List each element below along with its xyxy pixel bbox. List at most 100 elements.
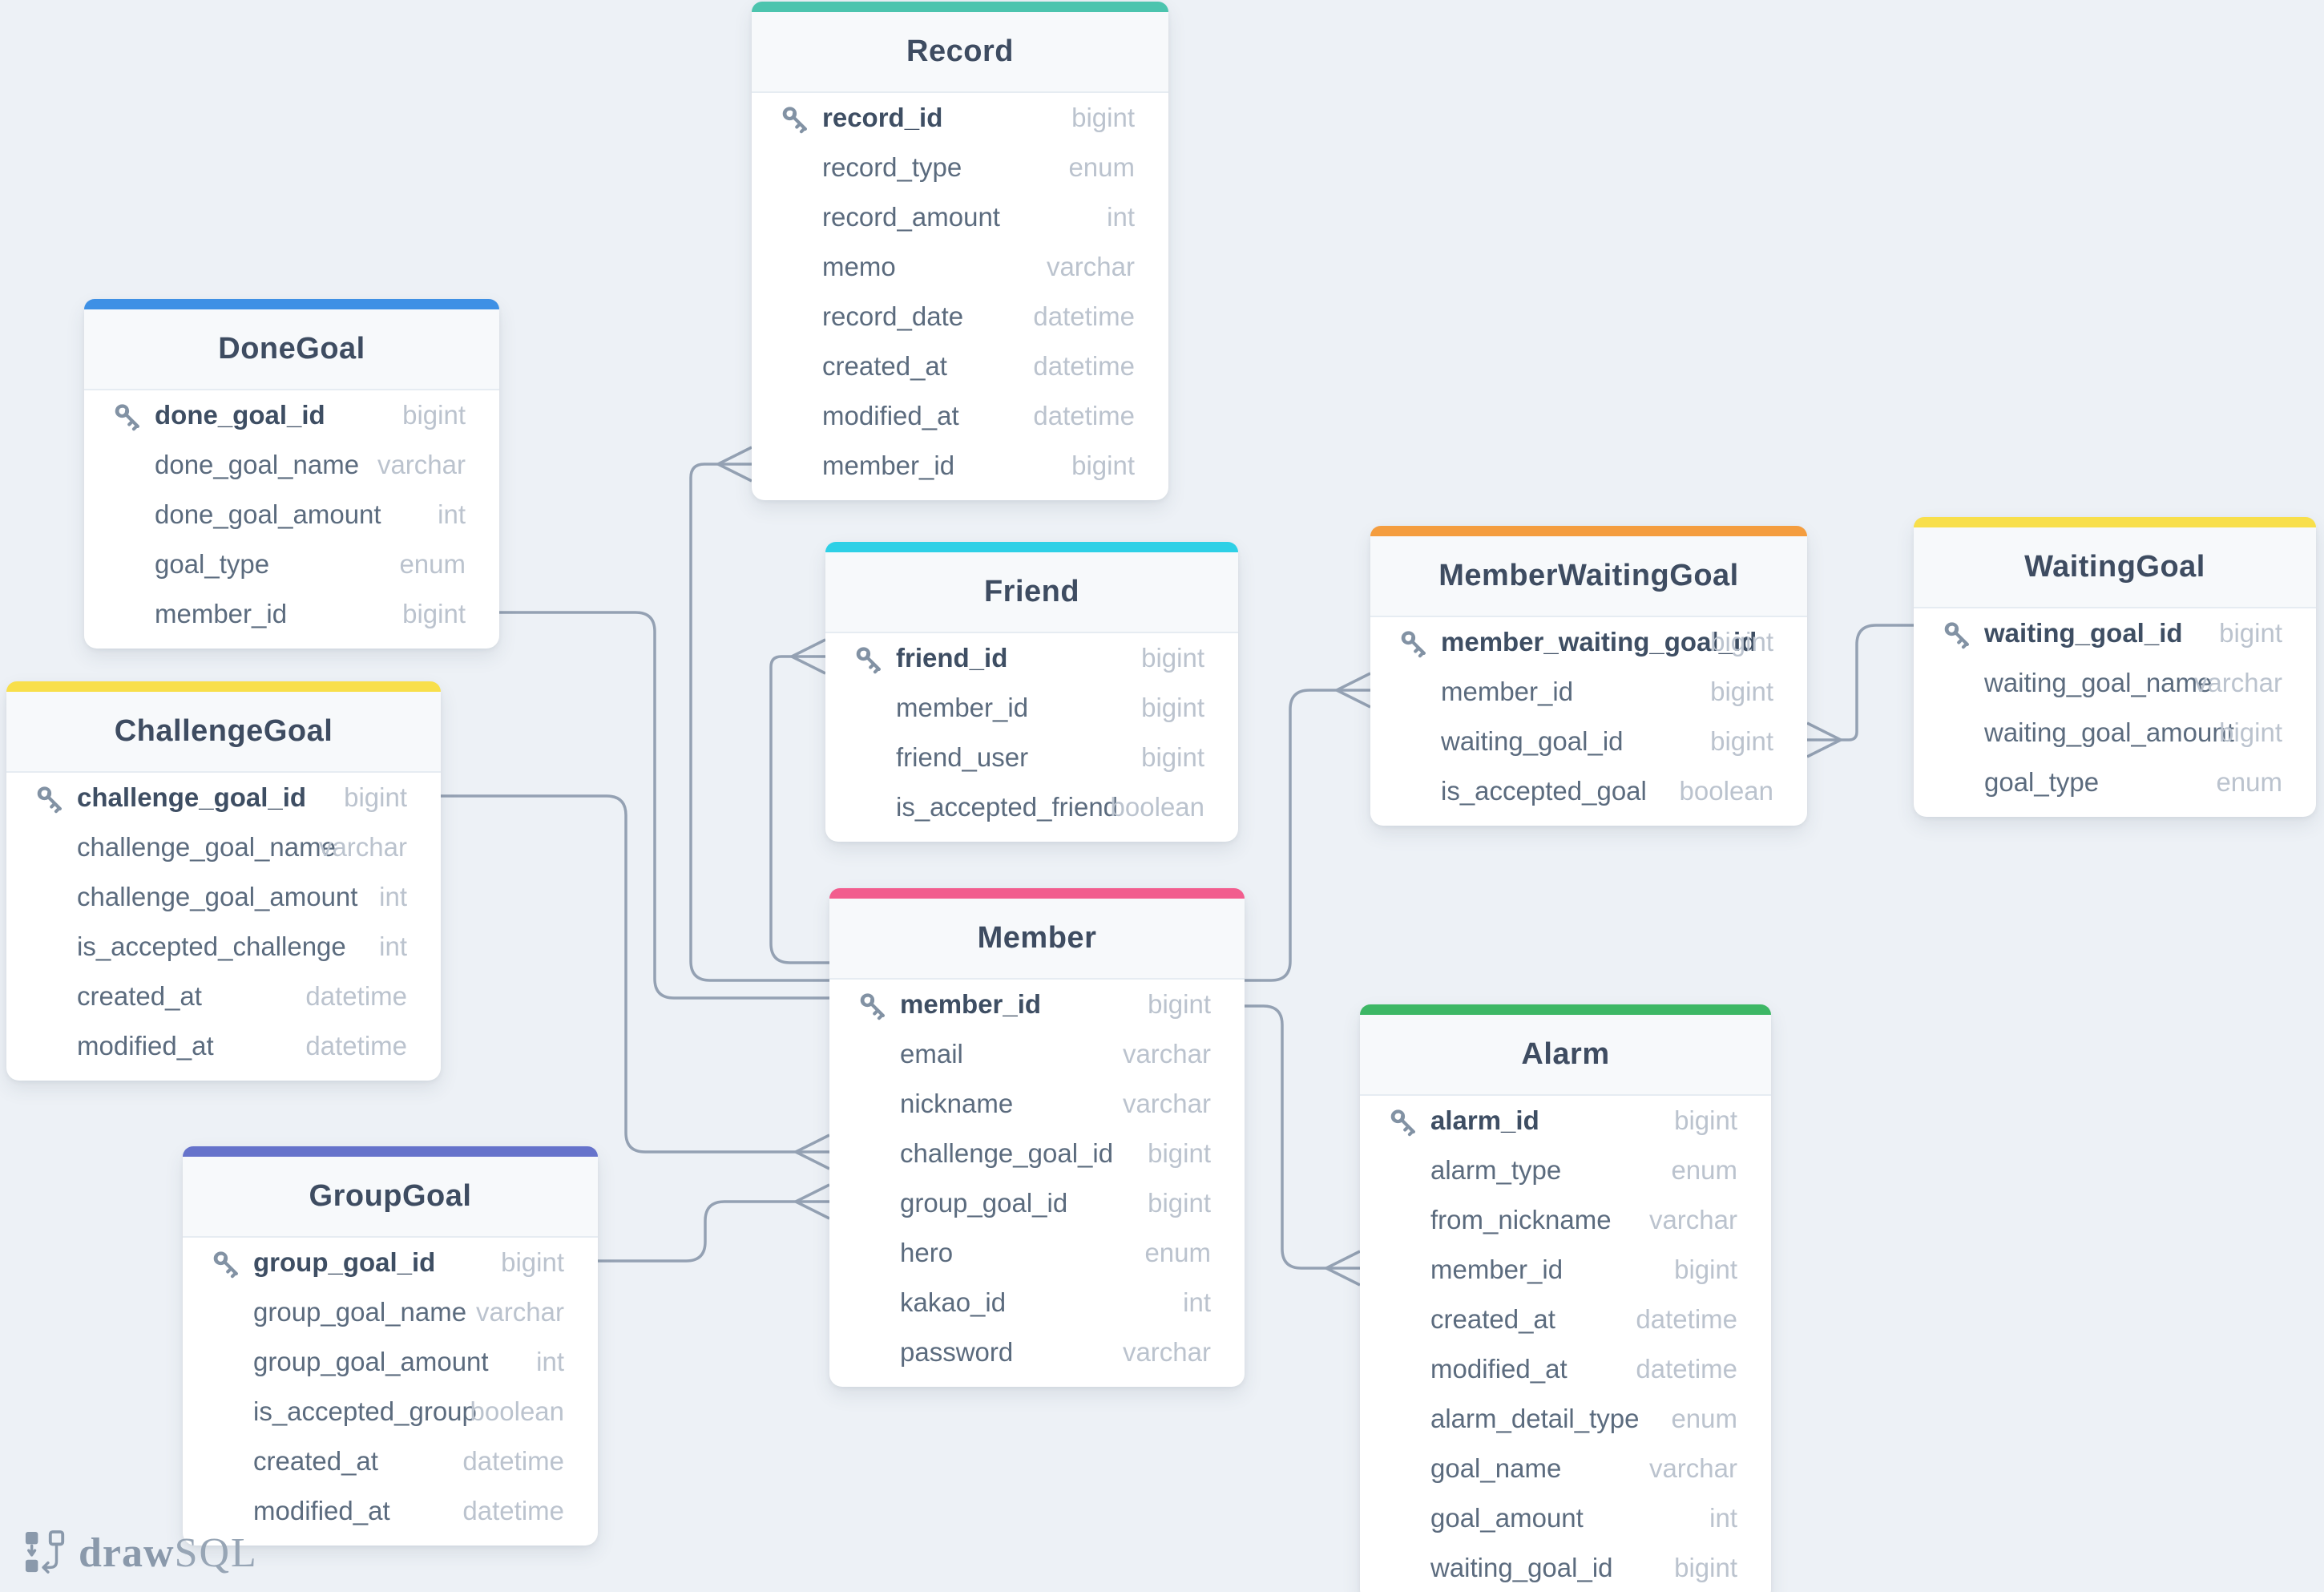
field-type: enum <box>1068 152 1135 182</box>
field-name: alarm_detail_type <box>1430 1404 1640 1433</box>
field-name: created_at <box>822 351 947 381</box>
crowfoot-marker <box>717 463 752 483</box>
relationship-line-memberwaitinggoal-waitinggoal <box>1841 624 1914 741</box>
crowfoot-marker <box>717 446 752 466</box>
field-row-is_accepted_challenge[interactable]: is_accepted_challenge int <box>6 922 441 972</box>
primary-key-icon <box>37 786 62 814</box>
table-header[interactable]: DoneGoal <box>84 309 499 390</box>
field-name: is_accepted_challenge <box>77 931 346 961</box>
table-header[interactable]: WaitingGoal <box>1914 527 2316 608</box>
field-type: int <box>1107 202 1135 232</box>
table-header[interactable]: MemberWaitingGoal <box>1370 536 1807 617</box>
crowfoot-marker <box>1325 1267 1361 1287</box>
field-type: varchar <box>1122 1337 1211 1367</box>
field-name: done_goal_id <box>155 400 325 430</box>
table-header[interactable]: Friend <box>825 552 1238 633</box>
primary-key-icon <box>782 107 807 134</box>
table-header[interactable]: Member <box>829 899 1245 980</box>
table-header[interactable]: Record <box>752 12 1168 93</box>
field-name: modified_at <box>822 401 959 430</box>
field-type: boolean <box>1110 792 1204 822</box>
field-name: waiting_goal_amount <box>1984 717 2234 747</box>
table-accent-bar <box>825 542 1238 552</box>
table-header[interactable]: Alarm <box>1360 1015 1771 1096</box>
crowfoot-marker <box>791 638 826 658</box>
field-name: friend_user <box>896 742 1029 772</box>
crowfoot-marker <box>795 1200 830 1220</box>
field-type: bigint <box>1710 627 1773 657</box>
relationship-line-record-member <box>689 463 829 982</box>
table-header[interactable]: ChallengeGoal <box>6 692 441 773</box>
field-name: record_date <box>822 301 964 331</box>
table-header[interactable]: GroupGoal <box>183 1157 598 1238</box>
field-type: bigint <box>2219 717 2282 747</box>
field-type: int <box>379 931 407 961</box>
